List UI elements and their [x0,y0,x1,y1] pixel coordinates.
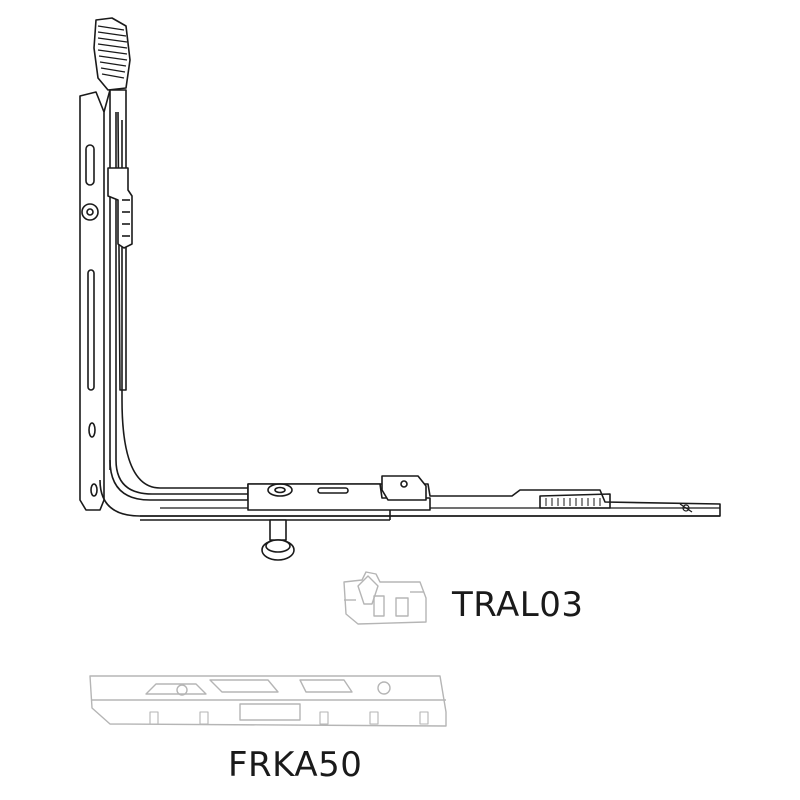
tral-part-label: TRAL03 [452,585,584,625]
bottom-pin [261,519,295,561]
vertical-outer-plate [79,91,105,511]
handle-grip [93,17,131,91]
tral-part-drawing [343,571,427,625]
rail-block [381,475,427,501]
horizontal-slide-plate [247,483,431,511]
corner-bend-outer [99,479,720,517]
corner-hardware [79,17,721,561]
vertical-pivot [81,203,99,221]
toothed-rack [539,493,611,509]
frka-part-drawing [89,675,447,727]
vertical-slot-long [87,269,95,391]
logo-mark [679,503,693,513]
handle-ribs [97,25,128,79]
vertical-clip [107,167,133,249]
horizontal-pivot [267,483,293,497]
vertical-slot-top [85,144,95,186]
rack-teeth [545,498,601,506]
frka-part-label: FRKA50 [228,745,363,785]
